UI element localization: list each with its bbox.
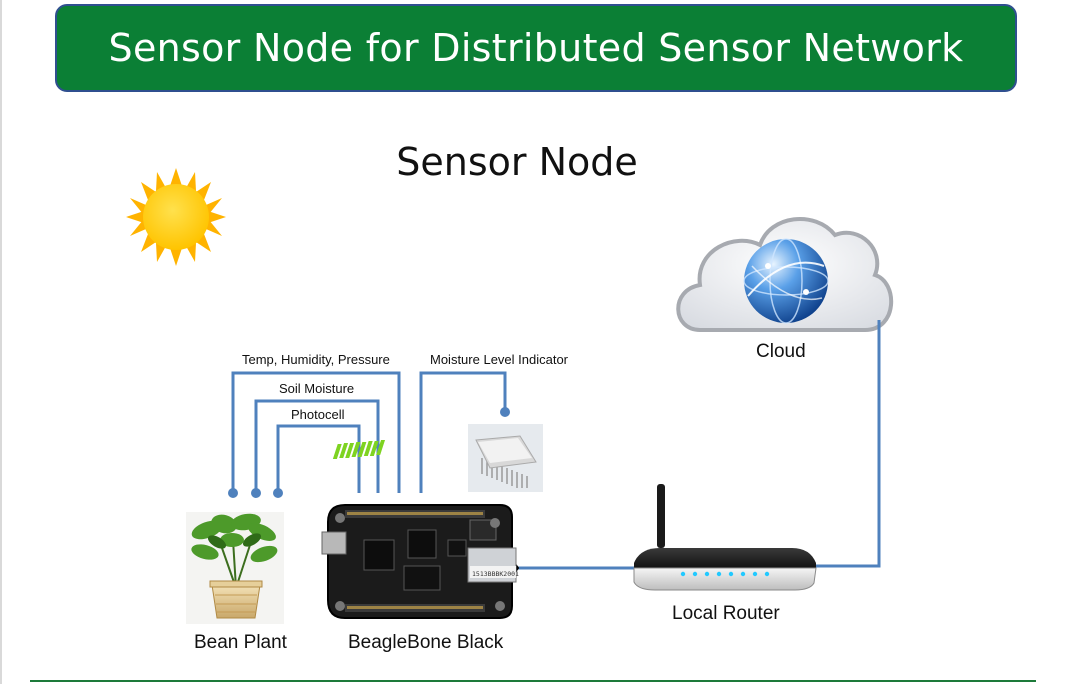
bottom-divider [30, 680, 1036, 682]
left-border [0, 0, 2, 684]
slide-title: Sensor Node for Distributed Sensor Netwo… [108, 26, 964, 70]
wire-photocell [276, 424, 361, 493]
wire-moisture-indicator [419, 371, 507, 493]
globe-icon [744, 239, 828, 323]
wire-router-cloud [816, 320, 881, 568]
wire-soil [254, 399, 380, 493]
antenna-icon [657, 484, 665, 548]
bean-plant-icon [186, 512, 284, 624]
board-sticker: 1513BBBK2001 [472, 570, 519, 578]
led-bargraph-icon [332, 424, 543, 492]
cloud-icon [676, 217, 894, 332]
label-cloud: Cloud [756, 341, 806, 362]
sensor-wires [231, 320, 881, 570]
label-photocell: Photocell [291, 407, 345, 422]
wire-temp [231, 371, 401, 493]
beaglebone-board-icon: 1513BBBK2001 [321, 504, 520, 619]
diagram-title: Sensor Node [396, 140, 638, 184]
label-bean-plant: Bean Plant [194, 632, 287, 653]
label-moisture-level-indicator: Moisture Level Indicator [430, 352, 569, 367]
title-banner: Sensor Node for Distributed Sensor Netwo… [55, 4, 1017, 92]
router-icon [633, 484, 817, 591]
label-local-router: Local Router [672, 603, 780, 624]
sun-icon [126, 168, 226, 266]
wire-terminals [228, 407, 510, 498]
label-beaglebone-black: BeagleBone Black [348, 632, 504, 653]
label-temp-humidity-pressure: Temp, Humidity, Pressure [242, 352, 390, 367]
label-soil-moisture: Soil Moisture [279, 381, 355, 396]
